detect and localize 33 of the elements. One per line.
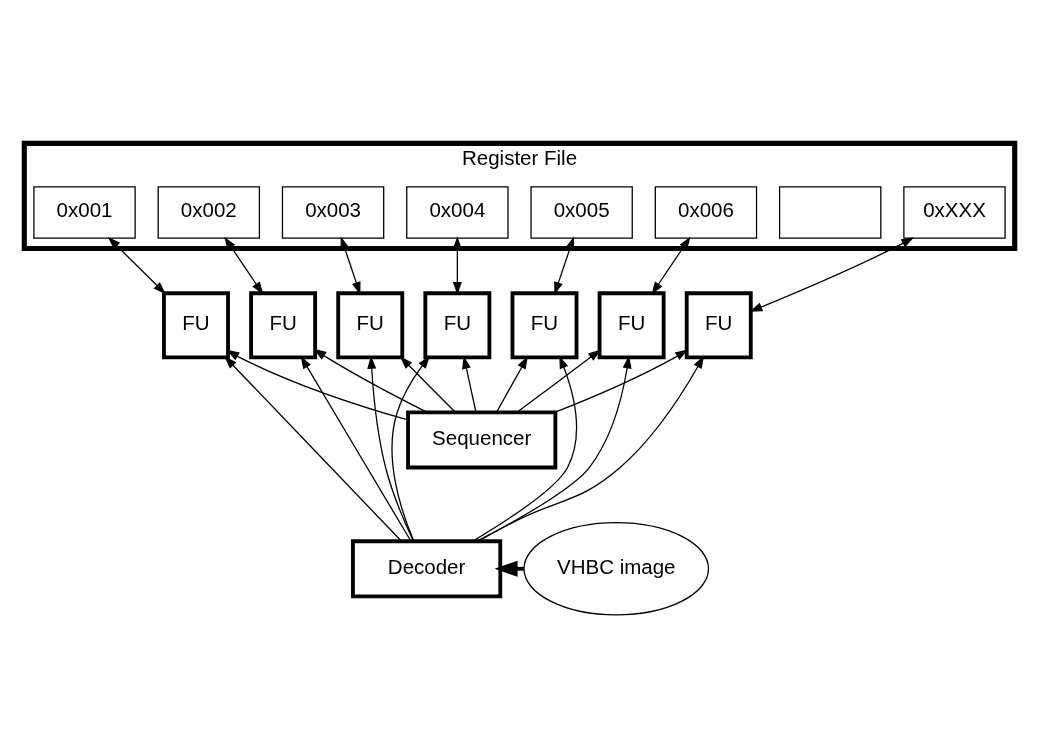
arrow <box>399 355 456 413</box>
node-box: FU <box>597 290 666 359</box>
node-box: FU <box>510 290 579 359</box>
arrow <box>340 235 361 295</box>
node-box: 0x002 <box>157 185 261 239</box>
node-box <box>778 185 882 239</box>
arrow <box>651 236 691 295</box>
node-box: FU <box>249 290 318 359</box>
arrow <box>391 355 430 541</box>
arrow <box>367 355 414 542</box>
node-box: 0x005 <box>530 185 633 239</box>
node-box: Decoder <box>351 538 503 598</box>
arrow <box>477 355 632 542</box>
node-box: FU <box>162 290 230 359</box>
arrow <box>554 235 575 295</box>
arrow <box>300 355 412 542</box>
arrow <box>226 349 409 421</box>
node-box: 0xXXX <box>903 185 1006 239</box>
arrow <box>476 355 704 542</box>
node-box: FU <box>423 290 492 359</box>
arrow <box>452 235 462 295</box>
arrow <box>224 236 264 295</box>
arrow <box>749 236 915 312</box>
node-box: 0x003 <box>281 185 385 239</box>
node-box: 0x004 <box>406 185 509 239</box>
node-box: FU <box>336 290 405 359</box>
node-box: 0x001 <box>33 185 136 239</box>
arrow <box>516 348 601 413</box>
node-box: Sequencer <box>406 410 558 469</box>
arrow <box>107 236 166 294</box>
node-box: FU <box>684 290 753 359</box>
node-box: 0x006 <box>654 185 758 239</box>
node-ellipse: VHBC image <box>523 521 710 615</box>
